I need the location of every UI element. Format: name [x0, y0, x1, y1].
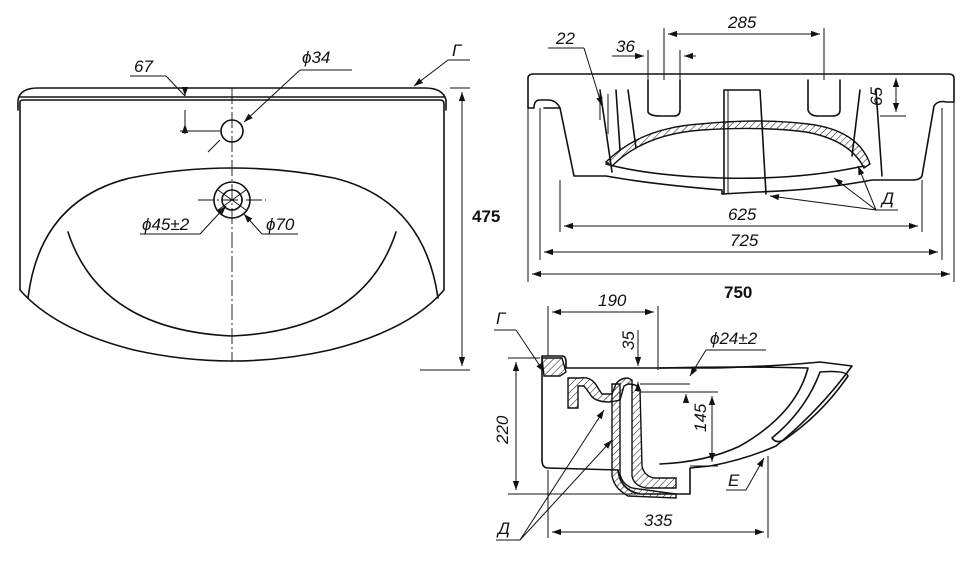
- dim-phi34-tail: [207, 139, 221, 153]
- dim-625-label: 625: [728, 205, 757, 224]
- side-section-front-wall: [611, 383, 677, 499]
- mark-d-leader-2: [857, 165, 877, 211]
- front-section-left-rib-2: [627, 89, 637, 149]
- dim-phi70-leader: [243, 213, 263, 235]
- mark-e-leader: [745, 457, 765, 491]
- dim-335-label: 335: [644, 511, 673, 530]
- dim-phi70-label: ϕ70: [266, 215, 295, 234]
- dim-145-label: 145: [691, 403, 710, 432]
- side-section-view: 190 35 ϕ24±2 145 220 335 Г: [493, 291, 853, 541]
- top-view-bowl: [27, 167, 439, 299]
- mark-d-leader-3: [769, 194, 877, 211]
- front-section-right-rib-1: [851, 89, 883, 177]
- mark-e-label: Е: [728, 471, 740, 490]
- dim-67-label: 67: [134, 57, 153, 76]
- drain-inner-circle: [221, 189, 243, 211]
- dim-36-label: 36: [616, 37, 635, 56]
- side-mark-d-label: Д: [496, 519, 510, 538]
- section-mark-g-leader: [413, 59, 449, 87]
- top-view: 67 ϕ34 ϕ45±2 ϕ70 Г 475: [17, 41, 500, 371]
- side-section-bowl-curve: [659, 366, 809, 465]
- dim-35-label: 35: [619, 331, 638, 350]
- dim-phi24-label: ϕ24±2: [710, 329, 758, 348]
- side-mark-g-leader: [515, 329, 545, 373]
- dim-22-label: 22: [555, 29, 575, 48]
- dim-phi34-label: ϕ34: [302, 48, 330, 67]
- front-section-center-post: [723, 89, 767, 195]
- top-view-back-rim: [17, 87, 447, 111]
- dim-285-label: 285: [727, 13, 757, 32]
- dim-phi24-leader: [689, 349, 707, 377]
- dim-475-label: 475: [472, 207, 500, 226]
- mark-d-leader-1: [833, 177, 877, 211]
- dim-220-label: 220: [493, 415, 512, 445]
- front-section-bowl-wall: [604, 120, 871, 170]
- front-section-bowl-bottom: [605, 163, 865, 180]
- dim-750-label: 750: [724, 283, 752, 302]
- mark-d-label: Д: [880, 189, 894, 208]
- drain-outer-circle: [213, 181, 251, 219]
- dim-22-leader: [583, 47, 603, 107]
- dim-67-leader: [165, 75, 186, 97]
- front-section-left-boss: [647, 79, 681, 117]
- front-section-right-boss: [807, 79, 841, 117]
- dim-725-label: 725: [730, 231, 759, 250]
- section-mark-g-label: Г: [452, 41, 463, 60]
- side-section-wall: [567, 377, 677, 489]
- faucet-hole: [220, 119, 244, 143]
- dim-65-label: 65: [867, 87, 886, 106]
- side-section-back-plate: [541, 357, 567, 377]
- side-mark-d-leader-1: [519, 409, 605, 541]
- front-section-view: 22 36 285 65 625 725 750: [527, 13, 955, 302]
- side-mark-d-leader-2: [519, 439, 613, 541]
- dim-phi45-leader: [199, 205, 227, 235]
- dim-190-label: 190: [598, 291, 627, 310]
- front-section-outline: [527, 73, 955, 195]
- side-section-overflow-channel: [771, 370, 849, 443]
- dim-phi45-label: ϕ45±2: [142, 215, 190, 234]
- dim-phi34-leader: [243, 69, 301, 123]
- side-mark-g-label: Г: [496, 309, 507, 328]
